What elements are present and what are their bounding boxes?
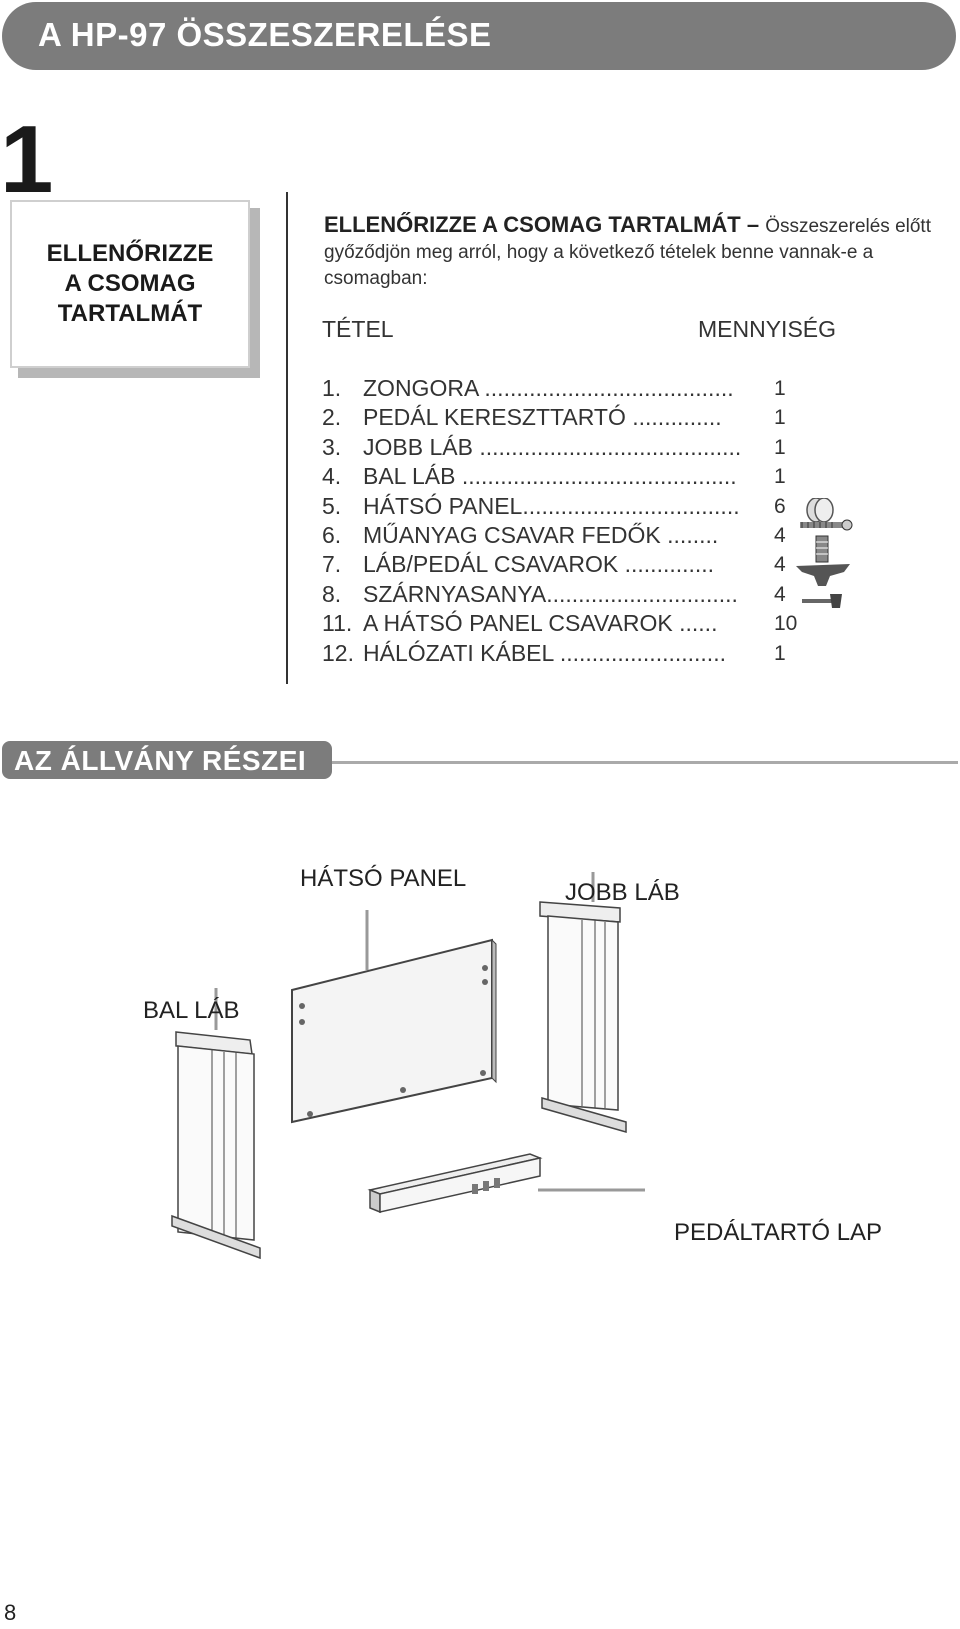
section-rule: [332, 761, 958, 764]
section-title: AZ ÁLLVÁNY RÉSZEI: [14, 745, 307, 776]
list-item: 4. BAL LÁB ..............................…: [322, 462, 802, 491]
list-item: 6. MŰANYAG CSAVAR FEDŐK ........ 4: [322, 521, 802, 550]
label-pedal-board: PEDÁLTARTÓ LAP: [674, 1219, 883, 1246]
page-number: 8: [4, 1600, 17, 1625]
item-name: A HÁTSÓ PANEL CSAVAROK ......: [363, 610, 718, 637]
item-quantity: 1: [774, 406, 786, 430]
intro-text: Összeszerelés előtt győződjön meg arról,…: [324, 216, 931, 289]
column-header-quantity: MENNYISÉG: [698, 316, 837, 342]
item-number: 3.: [322, 433, 342, 460]
list-item: 1. ZONGORA ..............................…: [322, 374, 802, 403]
item-quantity: 1: [774, 641, 786, 665]
item-quantity: 6: [774, 494, 786, 518]
label-left-leg: BAL LÁB: [143, 997, 240, 1024]
item-number: 5.: [322, 492, 342, 519]
item-number: 1.: [322, 375, 342, 401]
item-number: 4.: [322, 463, 342, 490]
long-screw-icon: [800, 519, 853, 531]
item-quantity: 4: [774, 582, 786, 606]
hardware-illustration: [796, 498, 853, 608]
item-name: BAL LÁB ................................…: [363, 463, 737, 490]
label-back-panel: HÁTSÓ PANEL: [300, 865, 467, 892]
step-box: ELLENŐRIZZE A CSOMAG TARTALMÁT: [10, 200, 250, 368]
intro-dash: –: [740, 212, 766, 237]
item-quantity: 1: [774, 377, 786, 400]
item-quantity: 1: [774, 465, 786, 489]
item-name: LÁB/PEDÁL CSAVAROK ..............: [363, 551, 715, 578]
item-number: 2.: [322, 404, 342, 431]
step-box-label: ELLENŐRIZZE A CSOMAG TARTALMÁT: [46, 240, 214, 327]
divider-line: [286, 192, 288, 684]
title-banner: [2, 2, 956, 70]
stand-parts-diagram: [171, 872, 645, 1260]
list-item: 8. SZÁRNYASANYA..........................…: [322, 580, 802, 609]
item-quantity: 1: [774, 435, 786, 459]
right-leg-illustration: [539, 872, 627, 1133]
item-name: HÁTSÓ PANEL.............................…: [363, 492, 740, 519]
intro-paragraph: ELLENŐRIZZE A CSOMAG TARTALMÁT – Összesz…: [324, 212, 954, 292]
list-item: 2. PEDÁL KERESZTTARTÓ .............. 1: [322, 403, 802, 432]
item-quantity: 4: [774, 553, 786, 577]
label-right-leg: JOBB LÁB: [565, 879, 680, 906]
item-quantity: 10: [774, 612, 798, 636]
item-name: ZONGORA ................................…: [363, 375, 734, 401]
item-name: MŰANYAG CSAVAR FEDŐK ........: [363, 521, 719, 548]
column-header-item: TÉTEL: [322, 316, 394, 342]
list-item: 12. HÁLÓZATI KÁBEL ......................…: [322, 639, 802, 668]
list-item: 5. HÁTSÓ PANEL...........................…: [322, 492, 802, 521]
list-item: 3. JOBB LÁB .............................…: [322, 433, 802, 462]
screw-cap-icon: [806, 498, 834, 523]
back-panel-illustration: [291, 910, 497, 1124]
pedal-board-illustration: [367, 1153, 645, 1214]
section-banner: [2, 741, 332, 779]
parts-list: 1. ZONGORA ..............................…: [322, 374, 802, 668]
panel-screw-icon: [802, 594, 842, 608]
wing-nut-icon: [796, 564, 850, 586]
step-number: 1: [0, 106, 53, 213]
list-item: 7. LÁB/PEDÁL CSAVAROK .............. 4: [322, 550, 802, 579]
item-number: 12.: [322, 639, 354, 666]
list-item: 11. A HÁTSÓ PANEL CSAVAROK ...... 10: [322, 609, 802, 638]
item-number: 6.: [322, 521, 342, 548]
item-name: SZÁRNYASANYA............................…: [363, 580, 738, 607]
item-number: 11.: [322, 610, 353, 637]
item-number: 7.: [322, 551, 342, 578]
left-leg-illustration: [171, 988, 261, 1260]
page-title: A HP-97 ÖSSZESZERELÉSE: [38, 16, 492, 53]
item-name: PEDÁL KERESZTTARTÓ ..............: [363, 404, 722, 431]
bolt-icon: [815, 535, 829, 563]
item-quantity: 4: [774, 523, 786, 547]
intro-heading: ELLENŐRIZZE A CSOMAG TARTALMÁT: [324, 212, 741, 237]
item-name: JOBB LÁB ...............................…: [363, 433, 742, 460]
item-name: HÁLÓZATI KÁBEL .........................…: [363, 639, 726, 666]
item-number: 8.: [322, 580, 342, 607]
